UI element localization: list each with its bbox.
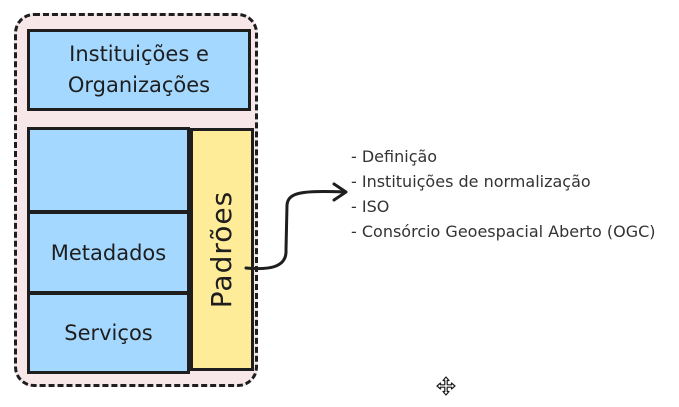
services-label: Serviços	[64, 321, 153, 345]
empty-box[interactable]	[27, 127, 190, 213]
note-item: - Instituições de normalização	[351, 172, 591, 191]
institutions-label: Instituições e Organizações	[67, 42, 211, 97]
note-item: - Consórcio Geoespacial Aberto (OGC)	[351, 222, 656, 241]
note-item: - Definição	[351, 147, 438, 166]
move-cursor-icon	[436, 376, 456, 396]
standards-box[interactable]: Padrões	[190, 128, 254, 371]
metadata-label: Metadados	[50, 240, 167, 265]
services-box[interactable]: Serviços	[27, 292, 190, 374]
note-item: - ISO	[351, 197, 390, 216]
standards-label: Padrões	[205, 190, 239, 309]
standards-notes: - Definição - Instituições de normalizaç…	[351, 144, 656, 244]
metadata-box[interactable]: Metadados	[27, 211, 190, 294]
institutions-box[interactable]: Instituições e Organizações	[27, 29, 251, 111]
